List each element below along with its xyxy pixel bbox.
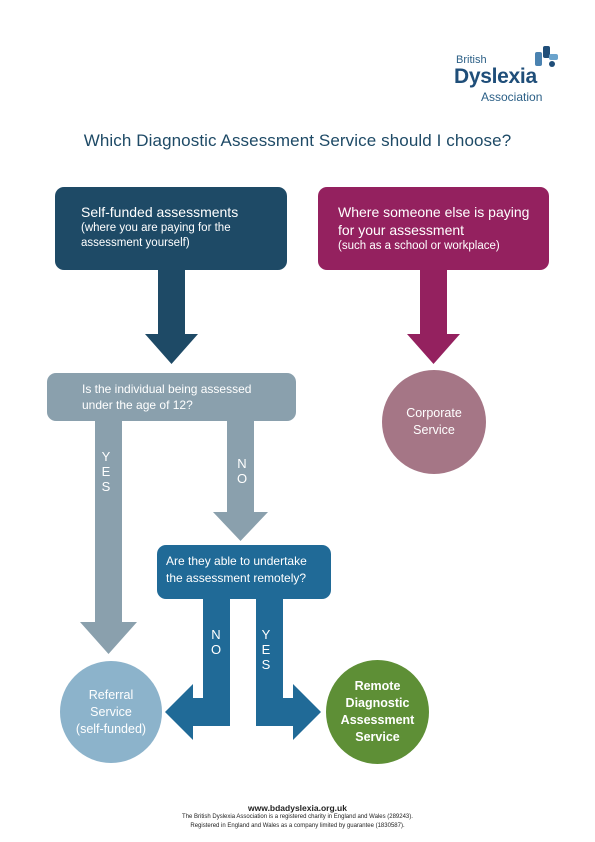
footer-url-link[interactable]: www.bdadyslexia.org.uk <box>248 803 347 813</box>
puzzle-mark-icon <box>535 46 558 67</box>
self-funded-title: Self-funded assessments <box>81 204 239 220</box>
edge-label-yes-under-12: YES <box>99 449 113 494</box>
remote-line-4: Service <box>355 730 400 744</box>
someone-else-box: Where someone else is paying for your as… <box>318 187 549 270</box>
arrow-remote-yes-to-remote <box>256 599 321 740</box>
referral-line-2: Service <box>90 704 132 719</box>
arrow-self-to-age <box>145 270 198 364</box>
remote-line-1: Remote <box>354 679 401 693</box>
remote-question-line-1: Are they able to undertake <box>166 554 307 568</box>
corporate-service-node: Corporate Service <box>382 370 486 474</box>
someone-else-subtitle: (such as a school or workplace) <box>338 240 500 252</box>
arrow-age-yes-to-referral <box>80 421 137 654</box>
arrow-else-to-corporate <box>407 270 460 364</box>
logo-line-british: British <box>456 54 487 66</box>
footer-charity-text: The British Dyslexia Association is a re… <box>182 814 413 820</box>
edge-label-text: NO <box>236 456 248 486</box>
remote-line-3: Assessment <box>340 713 415 727</box>
referral-line-3: (self-funded) <box>75 721 147 736</box>
edge-label-text: YES <box>101 449 111 494</box>
edge-label-text: NO <box>210 627 222 657</box>
arrow-age-no-to-remote <box>213 421 268 541</box>
age-question-line-2: under the age of 12? <box>82 398 193 412</box>
self-funded-box: Self-funded assessments (where you are p… <box>55 187 287 270</box>
footer-company-text: Registered in England and Wales as a com… <box>190 823 405 829</box>
arrow-remote-no-to-referral <box>165 599 230 740</box>
edge-label-no-remote: NO <box>209 627 223 657</box>
remote-line-2: Diagnostic <box>345 696 410 710</box>
page-title: Which Diagnostic Assessment Service shou… <box>83 131 512 150</box>
remote-question-box: Are they able to undertake the assessmen… <box>157 545 331 599</box>
edge-label-yes-remote: YES <box>259 627 273 672</box>
logo-line-dyslexia: Dyslexia <box>454 65 537 88</box>
age-question-line-1: Is the individual being assessed <box>82 382 252 396</box>
self-funded-subtitle: (where you are paying for the assessment… <box>81 222 231 249</box>
bda-logo: British Dyslexia Association <box>452 42 572 108</box>
referral-line-1: Referral <box>88 687 134 702</box>
edge-label-no-under-12: NO <box>235 456 249 486</box>
corporate-line-2: Service <box>413 423 455 437</box>
remote-assessment-node: Remote Diagnostic Assessment Service <box>326 660 429 764</box>
referral-service-node: Referral Service (self-funded) <box>60 661 162 763</box>
corporate-line-1: Corporate <box>406 406 462 420</box>
someone-else-title: Where someone else is paying for your as… <box>338 204 530 238</box>
age-question-box: Is the individual being assessed under t… <box>47 373 296 421</box>
logo-line-association: Association <box>481 90 543 104</box>
edge-label-text: YES <box>261 627 271 672</box>
remote-question-line-2: the assessment remotely? <box>166 571 307 585</box>
